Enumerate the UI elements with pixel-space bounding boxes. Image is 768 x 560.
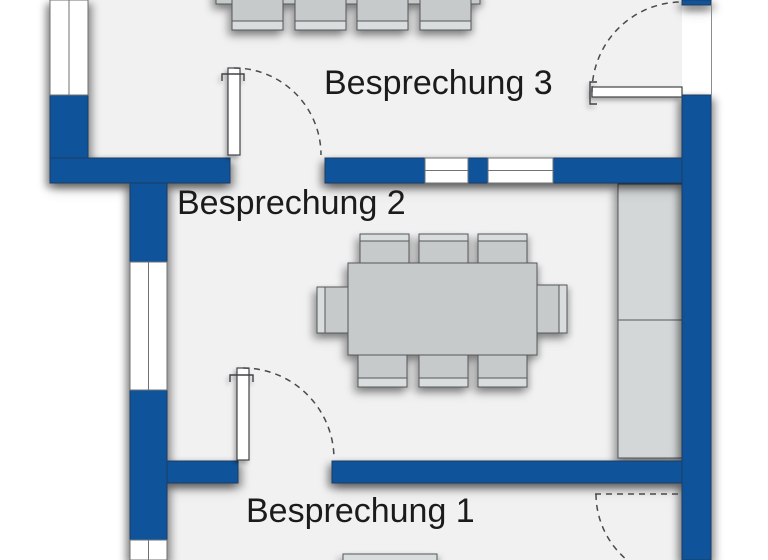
wall-rooms-3-2-left <box>49 157 231 184</box>
chair <box>418 354 469 388</box>
chair <box>356 0 409 31</box>
wall-rooms-2-1-left <box>166 460 239 484</box>
table-besprechung-3 <box>215 0 481 5</box>
door-swing-arc <box>233 67 322 156</box>
chair <box>316 286 349 334</box>
room-label-besprechung-1: Besprechung 1 <box>246 492 475 530</box>
wall-left-upper <box>129 182 168 263</box>
door-swing-arc <box>242 367 335 460</box>
room-label-besprechung-3: Besprechung 3 <box>324 64 553 102</box>
chair <box>357 354 408 388</box>
wall-rooms-3-2-right <box>552 157 683 184</box>
wall-right <box>681 94 712 560</box>
table-besprechung-1 <box>342 553 438 560</box>
wall-rooms-3-2-pier <box>467 157 489 184</box>
chair <box>418 233 469 264</box>
chair <box>536 284 568 334</box>
sideboard-cabinet <box>617 183 683 459</box>
window <box>129 261 168 391</box>
wall-left-lower <box>129 389 168 541</box>
window <box>129 539 168 560</box>
door-swing-arc <box>591 1 683 93</box>
room-label-besprechung-2: Besprechung 2 <box>177 184 406 222</box>
chair <box>359 233 410 264</box>
chair <box>419 0 472 31</box>
door-swing-arc-besprechung-1 <box>595 493 682 560</box>
walls-layer <box>49 0 712 560</box>
wall-rooms-2-1-right <box>331 460 683 484</box>
wall-rooms-3-2-mid <box>324 157 426 184</box>
chair <box>294 0 347 31</box>
chair <box>477 233 528 264</box>
wall-right-stub <box>681 0 712 6</box>
chair <box>231 0 284 31</box>
window <box>424 157 469 184</box>
window <box>487 157 554 184</box>
chair <box>477 354 528 388</box>
window <box>49 0 89 96</box>
table-besprechung-2 <box>347 262 538 356</box>
furniture-layer <box>215 0 683 560</box>
